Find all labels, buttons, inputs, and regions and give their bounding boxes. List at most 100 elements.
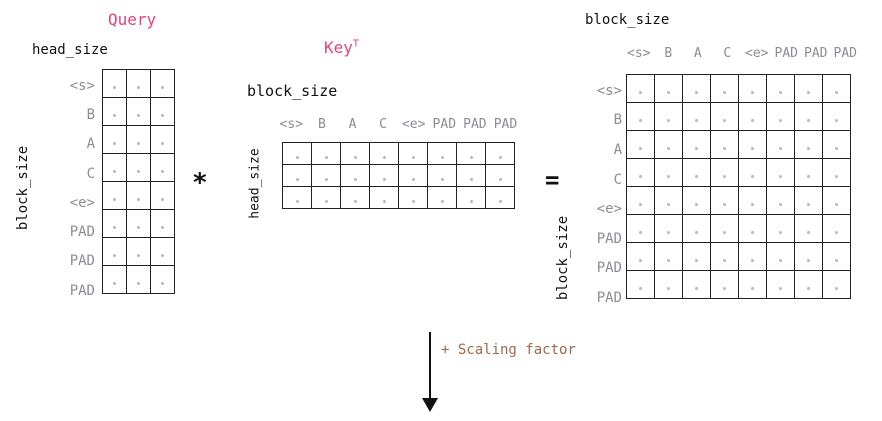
cell-dot [723, 203, 726, 206]
matrix-cell [340, 142, 370, 165]
matrix-cell [710, 102, 739, 131]
cell-dot [161, 198, 164, 201]
cell-dot [835, 147, 838, 150]
matrix-cell [710, 74, 739, 103]
matrix-cell [456, 186, 486, 209]
matrix-cell [766, 130, 795, 159]
cell-dot [161, 170, 164, 173]
matrix-cell [456, 142, 486, 165]
matrix-cell [150, 97, 175, 126]
cell-dot [161, 114, 164, 117]
row-token-label: B [613, 112, 622, 129]
cell-dot [723, 119, 726, 122]
matrix-cell [126, 69, 151, 98]
cell-dot [751, 203, 754, 206]
cell-dot [137, 198, 140, 201]
scaling-factor-note: + Scaling factor [441, 342, 576, 358]
key-superscript: T [352, 38, 359, 50]
cell-dot [667, 231, 670, 234]
matrix-cell [682, 130, 711, 159]
col-token-label: C [723, 46, 732, 61]
matrix-cell [766, 214, 795, 243]
cell-dot [498, 156, 502, 159]
query-matrix [102, 69, 175, 294]
col-token-label: PAD [493, 117, 518, 132]
matrix-cell [766, 102, 795, 131]
matrix-cell [126, 265, 151, 294]
matrix-cell [822, 186, 851, 215]
col-token-label: PAD [463, 117, 487, 132]
cell-dot [498, 200, 502, 203]
row-token-label: PAD [596, 230, 622, 247]
matrix-cell [150, 237, 175, 266]
matrix-cell [126, 97, 151, 126]
matrix-cell [822, 102, 851, 131]
cell-dot [751, 175, 754, 178]
matrix-cell [311, 186, 341, 209]
cell-dot [469, 156, 473, 159]
cell-dot [835, 91, 838, 94]
matrix-cell [427, 142, 457, 165]
col-token-label: PAD [804, 46, 828, 61]
equals-operator: = [545, 166, 560, 194]
cell-dot [807, 203, 810, 206]
matrix-cell [485, 186, 515, 209]
cell-dot [751, 287, 754, 290]
matrix-cell [738, 74, 767, 103]
row-token-label: PAD [69, 282, 95, 299]
matrix-cell [150, 153, 175, 182]
cell-dot [353, 200, 357, 203]
matrix-cell [126, 209, 151, 238]
matrix-cell [282, 186, 312, 209]
matrix-cell [369, 142, 399, 165]
matrix-cell [682, 102, 711, 131]
cell-dot [295, 200, 299, 203]
row-token-label: A [86, 136, 95, 153]
matrix-cell [766, 158, 795, 187]
cell-dot [807, 259, 810, 262]
matrix-cell [654, 130, 683, 159]
matrix-cell [738, 214, 767, 243]
cell-dot [695, 119, 698, 122]
cell-dot [751, 147, 754, 150]
cell-dot [695, 91, 698, 94]
matrix-cell [682, 158, 711, 187]
matrix-cell [456, 164, 486, 187]
matrix-cell [738, 158, 767, 187]
matrix-cell [102, 181, 127, 210]
matrix-cell [682, 270, 711, 299]
cell-dot [695, 231, 698, 234]
row-token-label: <s> [596, 82, 622, 99]
row-token-label: <e> [596, 201, 622, 218]
matrix-cell [102, 209, 127, 238]
matrix-cell [710, 186, 739, 215]
cell-dot [639, 147, 642, 150]
matrix-cell [654, 214, 683, 243]
cell-dot [751, 119, 754, 122]
cell-dot [411, 200, 415, 203]
matrix-cell [102, 125, 127, 154]
col-token-label: <s> [627, 46, 651, 61]
matrix-cell [766, 186, 795, 215]
matrix-cell [626, 102, 655, 131]
matrix-cell [102, 237, 127, 266]
cell-dot [723, 259, 726, 262]
matrix-cell [822, 130, 851, 159]
matrix-cell [654, 74, 683, 103]
cell-dot [113, 198, 116, 201]
cell-dot [779, 147, 782, 150]
row-token-label: <s> [69, 77, 95, 94]
cell-dot [667, 203, 670, 206]
row-token-label: PAD [596, 260, 622, 277]
matrix-cell [738, 186, 767, 215]
cell-dot [382, 178, 386, 181]
cell-dot [807, 119, 810, 122]
cell-dot [137, 254, 140, 257]
cell-dot [723, 147, 726, 150]
matrix-cell [626, 242, 655, 271]
matrix-cell [766, 270, 795, 299]
col-token-label: B [317, 117, 326, 132]
cell-dot [751, 231, 754, 234]
matrix-cell [150, 181, 175, 210]
cell-dot [113, 170, 116, 173]
